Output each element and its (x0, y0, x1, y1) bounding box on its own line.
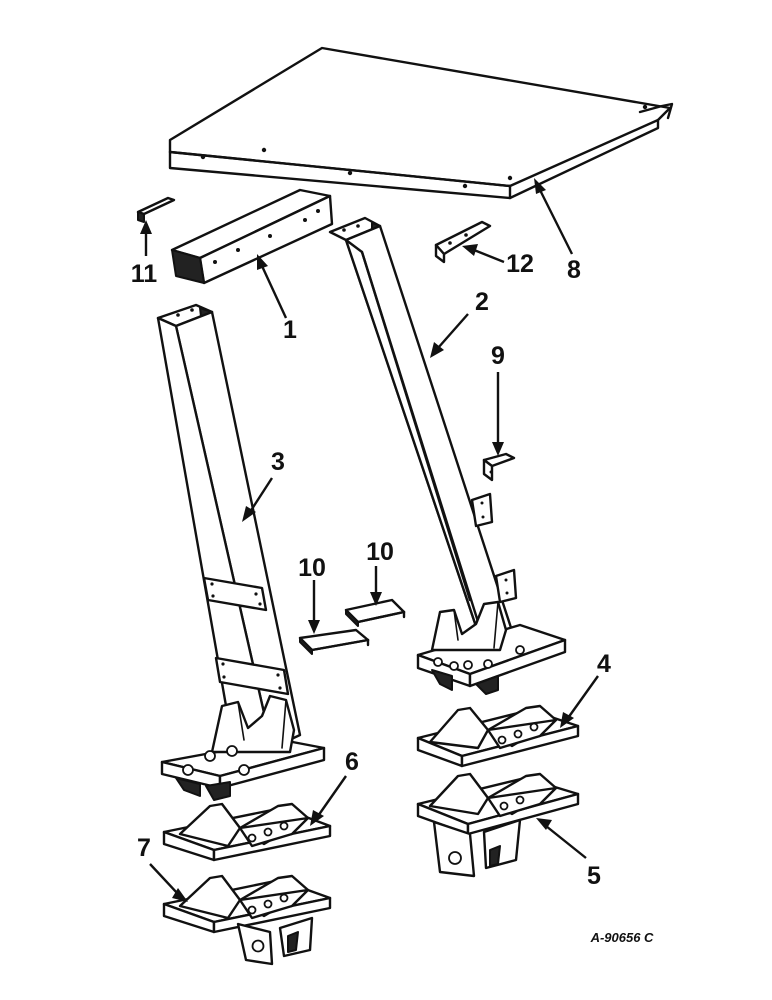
part-8-canopy (168, 46, 674, 200)
part-10-plate-a (298, 628, 370, 655)
part-10-plate-b (344, 598, 406, 627)
part-3-left-leg (156, 303, 302, 750)
part-9-clip (482, 452, 516, 482)
leader-lines (140, 178, 599, 902)
callout-6: 6 (345, 748, 359, 776)
callout-5: 5 (587, 862, 601, 890)
left-leg-base (160, 694, 326, 801)
callout-12: 12 (506, 250, 534, 278)
right-leg-base (416, 600, 567, 695)
callout-9: 9 (491, 342, 505, 370)
callout-3: 3 (271, 448, 285, 476)
callout-10-b: 10 (366, 538, 394, 566)
part-2-right-leg (328, 216, 518, 662)
part-4-base-saddle (416, 704, 580, 768)
callout-10-a: 10 (298, 554, 326, 582)
part-12-bracket (434, 220, 492, 264)
callout-7: 7 (137, 834, 151, 862)
callout-2: 2 (475, 288, 489, 316)
drawing-code: A-90656 C (590, 930, 654, 945)
callout-labels: 1 2 3 4 5 6 7 8 9 10 10 11 12 (131, 250, 611, 890)
callout-1: 1 (283, 316, 297, 344)
part-5-base-with-lug (416, 772, 580, 878)
callout-11: 11 (131, 260, 158, 288)
callout-4: 4 (597, 650, 611, 678)
part-11-bracket (136, 196, 176, 223)
callout-8: 8 (567, 256, 581, 284)
part-6-base-saddle (162, 802, 332, 862)
part-1-cross-beam (170, 188, 334, 285)
part-7-base-with-lug (162, 874, 332, 966)
